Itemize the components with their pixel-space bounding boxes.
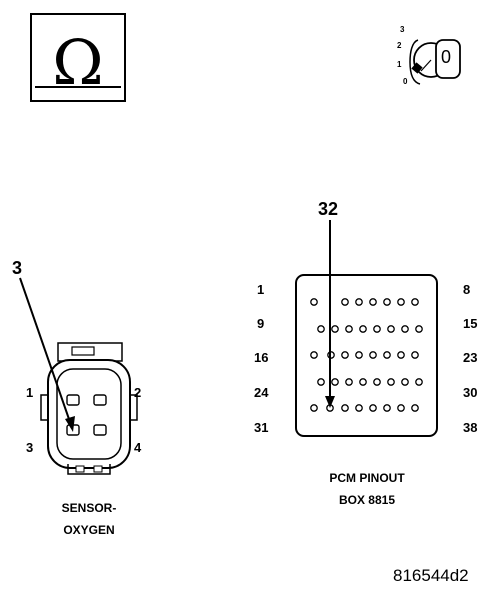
pcm-pin-cavity	[359, 325, 367, 333]
pcm-pin-cavity	[345, 378, 353, 386]
sensor-caption-line2: OXYGEN	[63, 523, 115, 537]
oxygen-sensor-connector	[40, 342, 138, 475]
pcm-pin-cavity	[415, 378, 423, 386]
pcm-pin-cavity	[341, 298, 349, 306]
pcm-connector	[295, 274, 438, 437]
pcm-pin-cavity	[397, 298, 405, 306]
pcm-pin-cavity	[355, 351, 363, 359]
pcm-pin-cavity	[373, 378, 381, 386]
pcm-pin-cavity	[345, 325, 353, 333]
key-position-1: 1	[397, 60, 402, 69]
pcm-pin-cavity	[383, 351, 391, 359]
pcm-pin-cavity	[355, 404, 363, 412]
pcm-pin-cavity	[401, 378, 409, 386]
pcm-pin-cavity	[369, 404, 377, 412]
pcm-row-label-right: 30	[463, 385, 478, 400]
sensor-pin-1-label: 1	[26, 385, 34, 400]
pcm-pin-cavity	[310, 298, 318, 306]
pcm-row-label-right: 15	[463, 316, 478, 331]
pcm-pin-cavity	[397, 351, 405, 359]
pcm-row-label-right: 23	[463, 350, 478, 365]
pcm-pin-cavity	[317, 378, 325, 386]
pcm-row-label-left: 1	[257, 282, 265, 297]
pcm-pin-cavity	[310, 351, 318, 359]
key-position-2: 2	[397, 41, 402, 50]
pcm-pin-cavity	[359, 378, 367, 386]
pcm-row-label-left: 9	[257, 316, 265, 331]
pin-32-callout-arrow	[325, 220, 335, 408]
pcm-pin-grid	[310, 298, 423, 412]
sensor-pin-callout: 3	[12, 258, 23, 278]
sensor-pin-4-label: 4	[134, 440, 142, 455]
ohmmeter-icon	[30, 13, 126, 102]
pcm-pin-cavity	[411, 351, 419, 359]
pcm-pin-cavity	[369, 351, 377, 359]
pin-3-callout-arrow	[19, 277, 75, 432]
ignition-key-icon	[409, 39, 461, 85]
pcm-row-label-left: 16	[254, 350, 269, 365]
key-position-3: 3	[400, 25, 405, 34]
pcm-pin-cavity	[317, 325, 325, 333]
pcm-row-label-right: 38	[463, 420, 478, 435]
pcm-pin-cavity	[341, 351, 349, 359]
pcm-pin-cavity	[310, 404, 318, 412]
sensor-pin-2-label: 2	[134, 385, 142, 400]
pcm-caption-line2: BOX 8815	[338, 493, 396, 507]
sensor-caption-line1: SENSOR-	[61, 501, 117, 515]
ohm-symbol: Ω	[52, 26, 103, 99]
pcm-row-label-right: 8	[463, 282, 471, 297]
pcm-pin-cavity	[331, 325, 339, 333]
pcm-pin-cavity	[341, 404, 349, 412]
pcm-pin-cavity	[387, 325, 395, 333]
pcm-pin-cavity	[387, 378, 395, 386]
pcm-pin-cavity	[401, 325, 409, 333]
figure-id: 816544d2	[393, 566, 469, 585]
sensor-pin-3-label: 3	[26, 440, 34, 455]
pcm-pin-callout: 32	[318, 199, 339, 219]
pcm-pin-cavity	[415, 325, 423, 333]
pcm-caption-line1: PCM PINOUT	[329, 471, 405, 485]
pcm-pin-cavity	[355, 298, 363, 306]
pcm-pin-cavity	[373, 325, 381, 333]
pcm-pin-cavity	[397, 404, 405, 412]
pcm-pin-cavity	[411, 404, 419, 412]
pcm-pin-cavity	[411, 298, 419, 306]
key-current-position: 0	[441, 47, 452, 67]
pcm-row-label-left: 31	[254, 420, 269, 435]
pcm-row-label-left: 24	[254, 385, 269, 400]
pcm-pin-cavity	[369, 298, 377, 306]
pcm-pin-cavity	[331, 378, 339, 386]
key-position-0: 0	[403, 77, 408, 86]
pcm-pin-cavity	[383, 404, 391, 412]
pcm-pin-cavity	[383, 298, 391, 306]
